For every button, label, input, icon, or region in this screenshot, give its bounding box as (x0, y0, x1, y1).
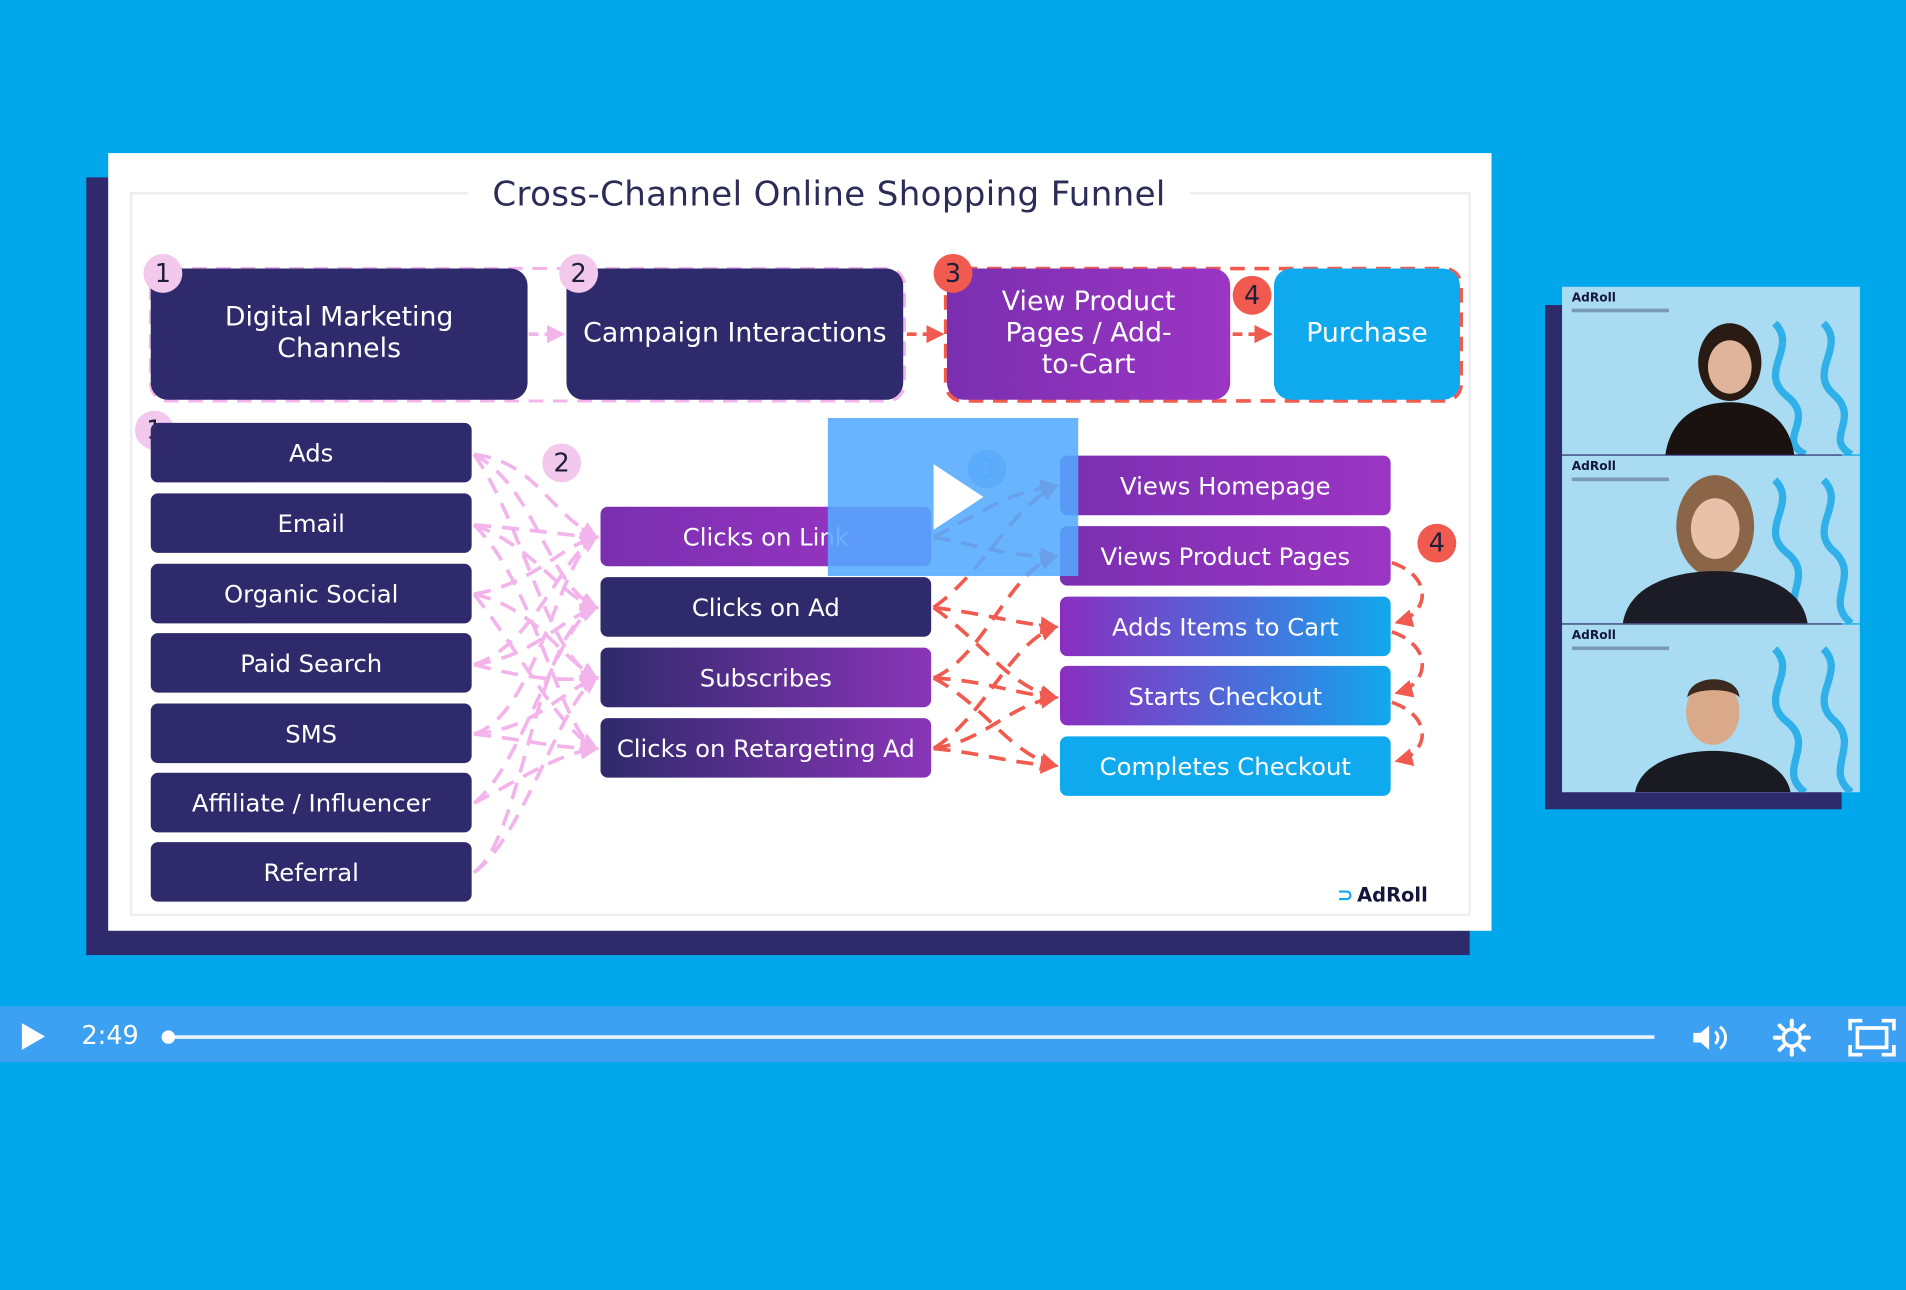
adroll-mark-icon: ⊃ (1337, 883, 1354, 907)
channel-item: Affiliate / Influencer (150, 772, 472, 833)
action-item: Adds Items to Cart (1060, 596, 1391, 657)
stage-purchase: Purchase (1273, 268, 1460, 400)
volume-icon (1693, 1025, 1727, 1050)
channel-item: SMS (150, 703, 472, 764)
interaction-item: Subscribes (600, 647, 932, 708)
stage-campaign-interactions: Campaign Interactions (566, 268, 904, 400)
stage-digital-marketing-channels: Digital Marketing Channels (150, 268, 528, 400)
slide-title: Cross-Channel Online Shopping Funnel (468, 173, 1191, 216)
action-item: Views Homepage (1060, 455, 1391, 516)
stage-number-badge: 4 (1232, 275, 1272, 315)
participant-video (1665, 320, 1854, 455)
progress-track[interactable] (167, 1035, 1655, 1039)
stage-number-badge: 2 (559, 253, 599, 293)
progress-handle[interactable] (161, 1030, 176, 1044)
volume-button[interactable] (1690, 1019, 1736, 1055)
webcam-logo: AdRoll (1571, 291, 1616, 305)
settings-button[interactable] (1772, 1018, 1811, 1057)
webcam-subtitle-line (1571, 308, 1670, 313)
action-item: Starts Checkout (1060, 665, 1391, 726)
channel-item: Organic Social (150, 563, 472, 624)
fullscreen-icon (1848, 1018, 1896, 1057)
current-time: 2:49 (81, 1020, 139, 1050)
webcam-tile: AdRoll (1562, 624, 1860, 793)
channel-item: Referral (150, 842, 472, 902)
play-icon (933, 464, 984, 530)
webcam-tile: AdRoll (1562, 455, 1860, 624)
interaction-item: Clicks on Ad (600, 577, 932, 637)
webcam-subtitle-line (1571, 477, 1670, 482)
fullscreen-button[interactable] (1848, 1018, 1897, 1057)
stage-number-badge: 1 (143, 253, 183, 293)
participant-video (1622, 475, 1854, 624)
channel-item: Email (150, 493, 472, 553)
webcam-subtitle-line (1571, 646, 1670, 651)
play-icon (21, 1023, 45, 1050)
video-controls-bar (0, 1006, 1906, 1062)
webcam-logo: AdRoll (1571, 629, 1616, 643)
webcam-logo: AdRoll (1571, 460, 1616, 474)
participant-video (1634, 646, 1854, 793)
stage-view-product-pages: View Product Pages / Add-to-Cart (946, 268, 1231, 400)
interactions-number-badge: 2 (542, 443, 582, 483)
action-item: Completes Checkout (1060, 736, 1391, 796)
webcam-tile: AdRoll (1562, 286, 1860, 455)
stage-number-badge: 3 (933, 253, 973, 293)
adroll-logo: ⊃AdRoll (1337, 883, 1428, 907)
purchase-number-badge: 4 (1417, 523, 1457, 563)
gear-icon (1772, 1018, 1811, 1057)
big-play-button[interactable] (827, 417, 1079, 576)
play-button[interactable] (17, 1018, 49, 1054)
channel-item: Ads (150, 422, 472, 483)
action-item: Views Product Pages (1060, 526, 1391, 586)
channel-item: Paid Search (150, 633, 472, 693)
interaction-item: Clicks on Retargeting Ad (600, 718, 932, 778)
